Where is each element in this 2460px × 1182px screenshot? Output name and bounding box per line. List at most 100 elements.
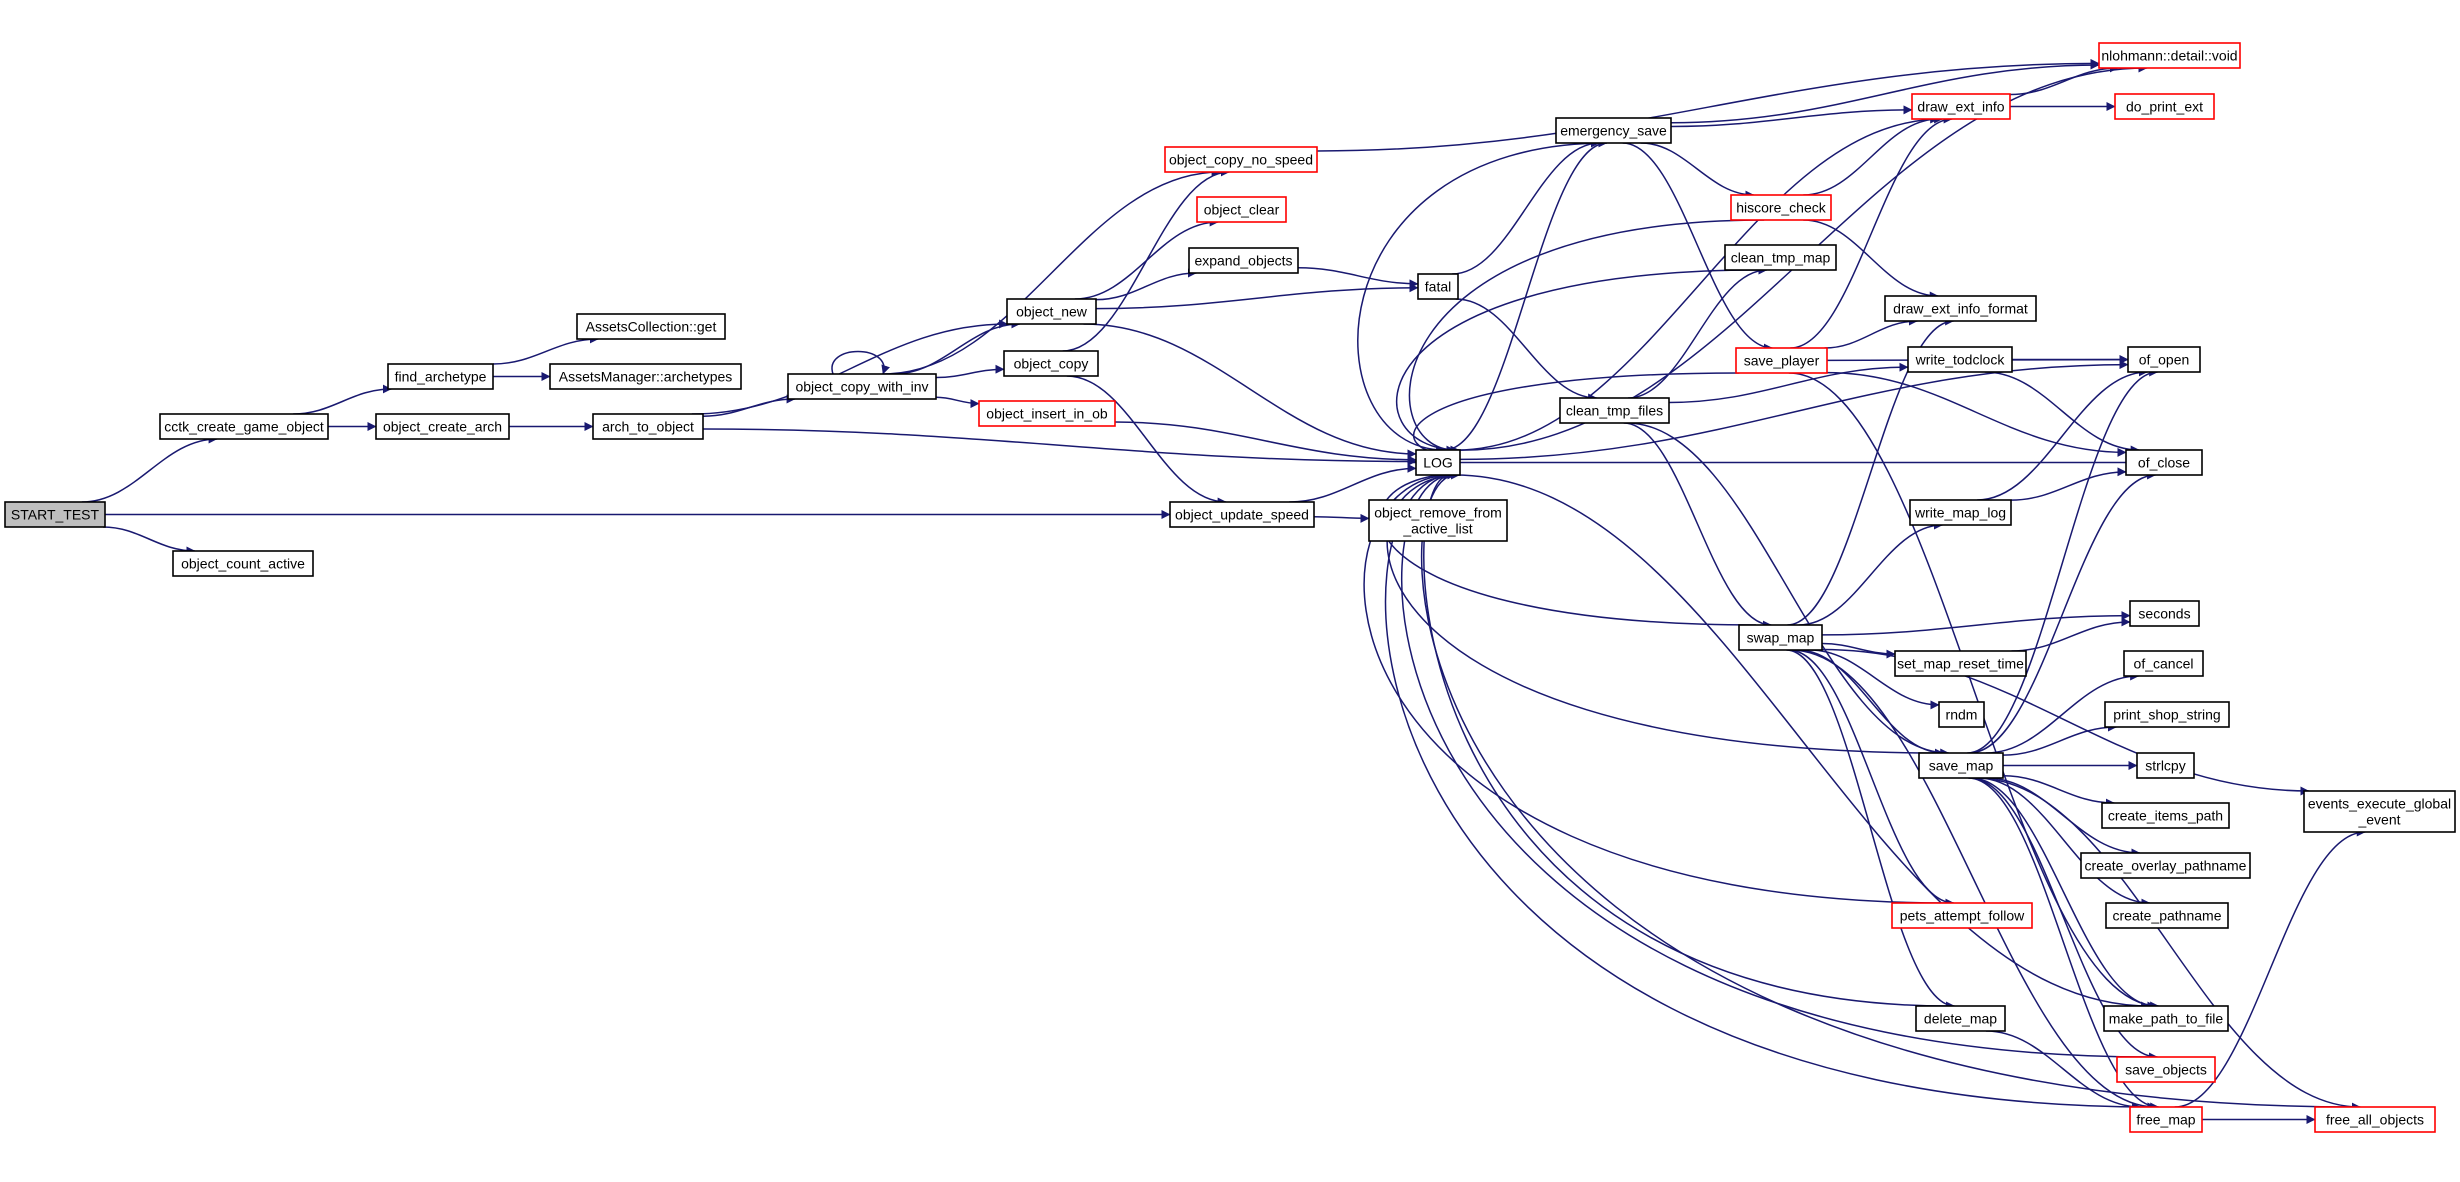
node-emergency-save[interactable]: emergency_save xyxy=(1555,117,1672,144)
node-object-create-arch[interactable]: object_create_arch xyxy=(375,413,510,440)
node-label: of_cancel xyxy=(2134,656,2194,672)
node-object-new[interactable]: object_new xyxy=(1006,298,1097,325)
node-label: object_update_speed xyxy=(1175,507,1309,523)
node-events-execute-global-event[interactable]: events_execute_global_event xyxy=(2303,790,2456,833)
node-label: make_path_to_file xyxy=(2109,1011,2224,1027)
node-label: fatal xyxy=(1425,279,1451,295)
node-write-todclock[interactable]: write_todclock xyxy=(1907,346,2013,373)
node-write-map-log[interactable]: write_map_log xyxy=(1909,499,2012,526)
call-edge-log-to-of_open xyxy=(1459,360,2129,461)
node-box xyxy=(1164,146,1318,173)
node-box xyxy=(1735,347,1828,374)
node-label: set_map_reset_time xyxy=(1897,656,2024,672)
node-label: do_print_ext xyxy=(2126,99,2203,115)
node-label: object_copy_no_speed xyxy=(1169,152,1313,168)
node-cctk-create-game-object[interactable]: cctk_create_game_object xyxy=(159,413,329,440)
node-object-insert-in-ob[interactable]: object_insert_in_ob xyxy=(978,400,1116,427)
node-label: save_map xyxy=(1929,758,1994,774)
node-do-print-ext[interactable]: do_print_ext xyxy=(2114,93,2215,120)
node-draw-ext-info[interactable]: draw_ext_info xyxy=(1911,93,2011,120)
node-save-player[interactable]: save_player xyxy=(1735,347,1828,374)
node-set-map-reset-time[interactable]: set_map_reset_time xyxy=(1894,650,2027,677)
node-of-open[interactable]: of_open xyxy=(2127,346,2201,373)
node-label: of_close xyxy=(2138,455,2190,471)
node-nlohmann-void[interactable]: nlohmann::detail::void xyxy=(2098,42,2241,69)
node-fatal[interactable]: fatal xyxy=(1417,273,1459,300)
node-free-all-objects[interactable]: free_all_objects xyxy=(2314,1106,2436,1133)
node-label: object_create_arch xyxy=(383,419,502,435)
node-object-remove-from-active-list[interactable]: object_remove_from_active_list xyxy=(1368,499,1508,542)
node-of-close[interactable]: of_close xyxy=(2125,449,2203,476)
call-edge-object_copy_no_speed-to-nlohmann_void xyxy=(1316,58,2100,152)
node-label: arch_to_object xyxy=(602,419,694,435)
call-edge-save_player-to-draw_ext_info xyxy=(1790,114,1953,349)
call-edge-arch_to_object-to-object_new xyxy=(691,319,1009,415)
call-edge-object_copy_with_inv-to-object_insert_in_ob xyxy=(935,396,980,409)
call-edge-find_archetype-to-assetscollection_get xyxy=(492,334,599,365)
node-box xyxy=(1918,752,2004,779)
node-label: nlohmann::detail::void xyxy=(2101,48,2237,64)
node-label: pets_attempt_follow xyxy=(1900,908,2025,924)
node-object-clear[interactable]: object_clear xyxy=(1196,196,1287,223)
call-edge-log-to-make_path_to_file xyxy=(1454,474,2151,1011)
node-assetsmanager-archetypes[interactable]: AssetsManager::archetypes xyxy=(549,363,742,390)
node-swap-map[interactable]: swap_map xyxy=(1738,624,1823,651)
call-edge-object_new-to-expand_objects xyxy=(1095,268,1197,301)
node-box xyxy=(2101,802,2230,829)
call-edge-save_player-to-of_close xyxy=(1826,371,2127,457)
node-log[interactable]: LOG xyxy=(1415,449,1461,476)
node-clean-tmp-files[interactable]: clean_tmp_files xyxy=(1559,397,1670,424)
node-delete-map[interactable]: delete_map xyxy=(1915,1005,2006,1032)
call-edge-object_new-to-fatal xyxy=(1095,283,1419,310)
node-rndm[interactable]: rndm xyxy=(1938,701,1985,728)
call-edge-swap_map-to-set_map_reset_time xyxy=(1821,642,1896,659)
node-label: object_clear xyxy=(1204,202,1280,218)
node-save-objects[interactable]: save_objects xyxy=(2116,1056,2216,1083)
node-of-cancel[interactable]: of_cancel xyxy=(2123,650,2204,677)
node-object-copy-with-inv[interactable]: object_copy_with_inv xyxy=(787,373,937,400)
node-object-count-active[interactable]: object_count_active xyxy=(172,550,314,577)
node-box xyxy=(1894,650,2027,677)
node-box xyxy=(787,373,937,400)
node-strlcpy[interactable]: strlcpy xyxy=(2136,752,2195,779)
node-box xyxy=(1938,701,1985,728)
node-label: free_all_objects xyxy=(2326,1112,2424,1128)
call-edge-hiscore_check-to-log xyxy=(1408,219,1765,455)
node-label: events_execute_global xyxy=(2308,796,2451,812)
node-create-pathname[interactable]: create_pathname xyxy=(2105,902,2229,929)
call-edge-emergency_save-to-draw_ext_info xyxy=(1670,105,1913,128)
node-pets-attempt-follow[interactable]: pets_attempt_follow xyxy=(1891,902,2033,929)
node-box xyxy=(4,501,106,528)
node-save-map[interactable]: save_map xyxy=(1918,752,2004,779)
node-print-shop-string[interactable]: print_shop_string xyxy=(2104,701,2230,728)
node-seconds[interactable]: seconds xyxy=(2129,600,2200,627)
node-find-archetype[interactable]: find_archetype xyxy=(387,363,494,390)
node-draw-ext-info-format[interactable]: draw_ext_info_format xyxy=(1884,295,2037,322)
call-edge-save_map-to-log xyxy=(1386,470,1940,754)
node-free-map[interactable]: free_map xyxy=(2129,1106,2203,1133)
node-create-items-path[interactable]: create_items_path xyxy=(2101,802,2230,829)
node-assetscollection-get[interactable]: AssetsCollection::get xyxy=(576,313,726,340)
node-box xyxy=(1559,397,1670,424)
node-object-copy[interactable]: object_copy xyxy=(1003,350,1099,377)
node-box xyxy=(1738,624,1823,651)
node-label: AssetsManager::archetypes xyxy=(559,369,733,385)
node-hiscore-check[interactable]: hiscore_check xyxy=(1730,194,1832,221)
node-create-overlay-pathname[interactable]: create_overlay_pathname xyxy=(2080,852,2251,879)
call-edge-save_map-to-save_objects xyxy=(1969,777,2159,1062)
node-clean-tmp-map[interactable]: clean_tmp_map xyxy=(1724,244,1837,271)
node-expand-objects[interactable]: expand_objects xyxy=(1188,247,1299,274)
node-object-copy-no-speed[interactable]: object_copy_no_speed xyxy=(1164,146,1318,173)
call-edge-write_map_log-to-of_close xyxy=(2010,467,2127,501)
node-start-test[interactable]: START_TEST xyxy=(4,501,106,528)
call-edge-save_map-to-create_items_path xyxy=(2002,775,2115,808)
call-edge-swap_map-to-write_map_log xyxy=(1798,520,1943,626)
node-object-update-speed[interactable]: object_update_speed xyxy=(1169,501,1315,528)
node-arch-to-object[interactable]: arch_to_object xyxy=(592,413,704,440)
node-box xyxy=(1909,499,2012,526)
node-make-path-to-file[interactable]: make_path_to_file xyxy=(2103,1005,2229,1032)
call-edge-hiscore_check-to-draw_ext_info_format xyxy=(1803,219,1939,301)
node-box xyxy=(2116,1056,2216,1083)
call-edge-log-to-emergency_save xyxy=(1444,138,1608,451)
